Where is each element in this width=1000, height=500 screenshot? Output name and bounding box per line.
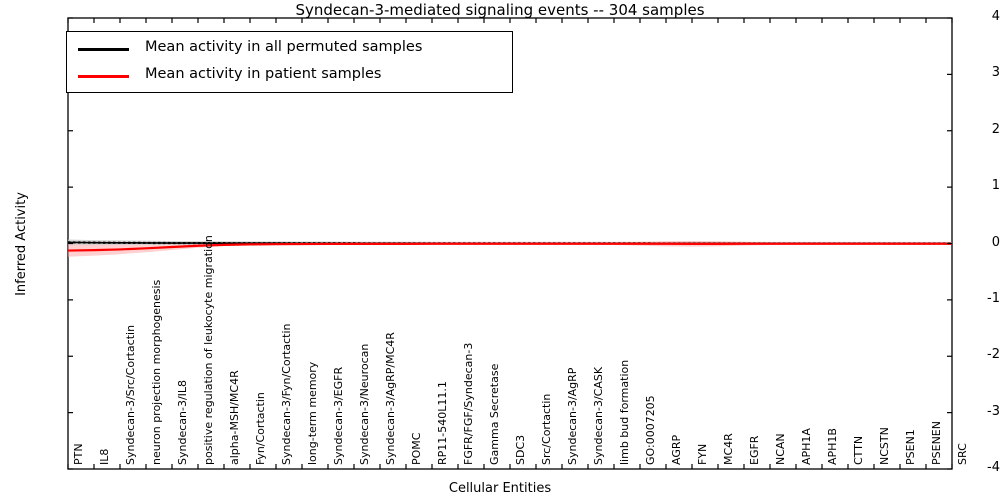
x-tick-label: Syndecan-3/AgRP xyxy=(566,367,579,465)
legend-item-permuted: Mean activity in all permuted samples xyxy=(67,36,512,62)
x-tick-label: NCAN xyxy=(774,433,787,465)
x-tick-label: alpha-MSH/MC4R xyxy=(228,370,241,465)
y-tick-label: 4 xyxy=(991,9,1000,24)
x-tick-label: SDC3 xyxy=(514,434,527,465)
legend-swatch-patient xyxy=(78,75,129,78)
x-tick-label: GO:0007205 xyxy=(644,395,657,465)
x-tick-label: Syndecan-3/CASK xyxy=(592,366,605,465)
legend-label-patient: Mean activity in patient samples xyxy=(145,66,382,82)
x-tick-label: NCSTN xyxy=(878,427,891,465)
x-tick-label: Syndecan-3/Src/Cortactin xyxy=(124,324,137,465)
x-tick-label: FGFR/FGF/Syndecan-3 xyxy=(462,342,475,465)
y-tick-label: -2 xyxy=(987,347,1000,363)
x-tick-label: POMC xyxy=(410,432,423,465)
x-axis-label: Cellular Entities xyxy=(448,481,552,496)
x-tick-label: long-term memory xyxy=(306,361,319,465)
x-tick-label: Gamma Secretase xyxy=(488,363,501,465)
legend-swatch-permuted xyxy=(78,48,129,51)
x-tick-label: SRC xyxy=(956,443,969,465)
x-tick-label: IL8 xyxy=(98,448,111,465)
x-tick-label: CTTN xyxy=(852,435,865,465)
y-tick-label: 0 xyxy=(991,234,1000,250)
x-tick-label: FYN xyxy=(696,443,709,465)
chart-title: Syndecan-3-mediated signaling events -- … xyxy=(295,1,705,19)
x-tick-label: PTN xyxy=(72,443,85,465)
x-tick-label: Syndecan-3/Fyn/Cortactin xyxy=(280,323,293,465)
x-tick-label: AGRP xyxy=(670,434,683,465)
chart-legend: Mean activity in all permuted samples Me… xyxy=(66,31,513,93)
x-tick-label: Fyn/Cortactin xyxy=(254,392,267,465)
x-tick-label: neuron projection morphogenesis xyxy=(150,279,163,465)
x-tick-label: PSEN1 xyxy=(904,429,917,465)
x-tick-label: positive regulation of leukocyte migrati… xyxy=(202,235,215,465)
x-tick-label: PSENEN xyxy=(930,421,943,465)
x-tick-label: limb bud formation xyxy=(618,359,631,465)
y-tick-label: 3 xyxy=(991,65,1000,81)
x-tick-label: MC4R xyxy=(722,433,735,465)
series-line-patient xyxy=(67,242,952,252)
y-tick-label: 2 xyxy=(991,121,1000,137)
legend-label-permuted: Mean activity in all permuted samples xyxy=(145,39,423,55)
x-tick-label: Syndecan-3/Neurocan xyxy=(358,343,371,465)
x-tick-label: Syndecan-3/EGFR xyxy=(332,366,345,465)
y-tick-label: -4 xyxy=(987,460,1000,475)
y-tick-label: -1 xyxy=(987,290,1000,306)
y-tick-label: -3 xyxy=(987,403,1000,419)
legend-item-patient: Mean activity in patient samples xyxy=(67,63,512,89)
x-tick-label: Syndecan-3/AgRP/MC4R xyxy=(384,332,397,465)
x-tick-label: APH1B xyxy=(826,428,839,465)
x-tick-label: APH1A xyxy=(800,428,813,465)
x-tick-label: Syndecan-3/IL8 xyxy=(176,379,189,465)
y-tick-label: 1 xyxy=(991,178,1000,194)
x-tick-label: RP11-540L11.1 xyxy=(436,381,449,465)
x-tick-label: EGFR xyxy=(748,435,761,465)
x-tick-label: Src/Cortactin xyxy=(540,393,553,465)
